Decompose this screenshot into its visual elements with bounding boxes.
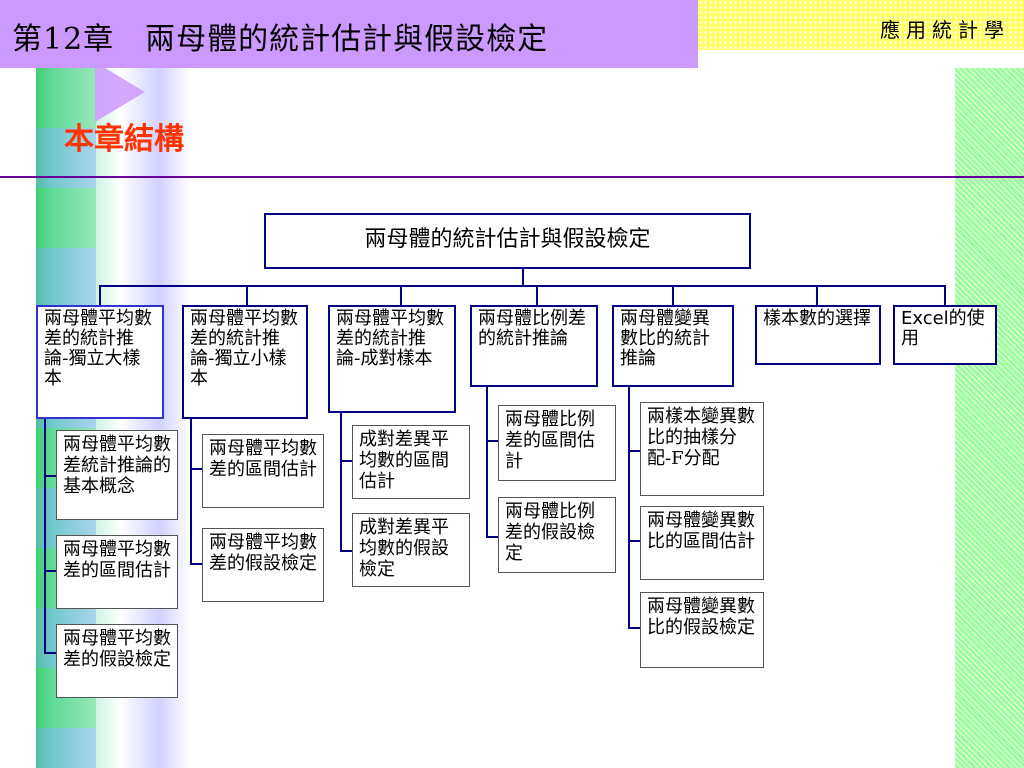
connector [44,418,46,653]
connector [486,536,498,538]
branch-node-proportion: 兩母體比例差的統計推論 [470,305,598,387]
connector [628,627,640,629]
leaf-node: 兩母體平均數差統計推論的基本概念 [56,430,178,520]
connector [628,450,640,452]
divider-line [0,176,1024,178]
book-title: 應用統計學 [880,18,1010,42]
triangle-decor [95,62,145,122]
connector [44,570,56,572]
connector [628,386,630,629]
branch-node-large-sample: 兩母體平均數差的統計推論-獨立大樣本 [36,305,164,419]
connector [816,285,818,305]
leaf-node: 兩母體比例差的假設檢定 [498,497,616,573]
connector [340,412,342,552]
connector [190,563,202,565]
leaf-node: 兩母體平均數差的區間估計 [202,434,324,508]
branch-node-excel: Excel的使用 [893,305,997,365]
connector [99,285,945,287]
connector [628,540,640,542]
leaf-node: 兩母體平均數差的假設檢定 [202,528,324,602]
connector [672,285,674,305]
leaf-node: 兩樣本變異數比的抽樣分配-F分配 [640,402,764,496]
connector [99,285,101,305]
leaf-node: 成對差異平均數的區間估計 [352,425,470,499]
connector [486,440,498,442]
leaf-node: 兩母體比例差的區間估計 [498,405,616,481]
header-bar: 第12章 兩母體的統計估計與假設檢定 [0,0,698,68]
leaf-node: 兩母體平均數差的區間估計 [56,535,178,609]
branch-node-sample-size: 樣本數的選擇 [755,305,881,365]
connector [486,386,488,538]
connector [522,268,524,286]
connector [340,460,352,462]
connector [340,550,352,552]
section-heading: 本章結構 [64,122,184,157]
branch-node-small-sample: 兩母體平均數差的統計推論-獨立小樣本 [182,305,308,419]
branch-node-paired-sample: 兩母體平均數差的統計推論-成對樣本 [328,305,456,413]
chapter-title: 第12章 兩母體的統計估計與假設檢定 [12,22,549,57]
connector [190,418,192,564]
right-decor-band [955,68,1024,768]
leaf-node: 兩母體變異數比的假設檢定 [640,592,764,668]
leaf-node: 兩母體平均數差的假設檢定 [56,624,178,698]
connector [400,285,402,305]
connector [44,652,56,654]
leaf-node: 成對差異平均數的假設檢定 [352,513,470,587]
root-node: 兩母體的統計估計與假設檢定 [264,213,751,269]
connector [44,475,56,477]
book-title-banner: 應用統計學 [698,0,1024,50]
connector [944,285,946,305]
connector [190,468,202,470]
branch-node-variance-ratio: 兩母體變異數比的統計推論 [612,305,734,387]
leaf-node: 兩母體變異數比的區間估計 [640,506,764,580]
connector [246,285,248,305]
connector [536,285,538,305]
